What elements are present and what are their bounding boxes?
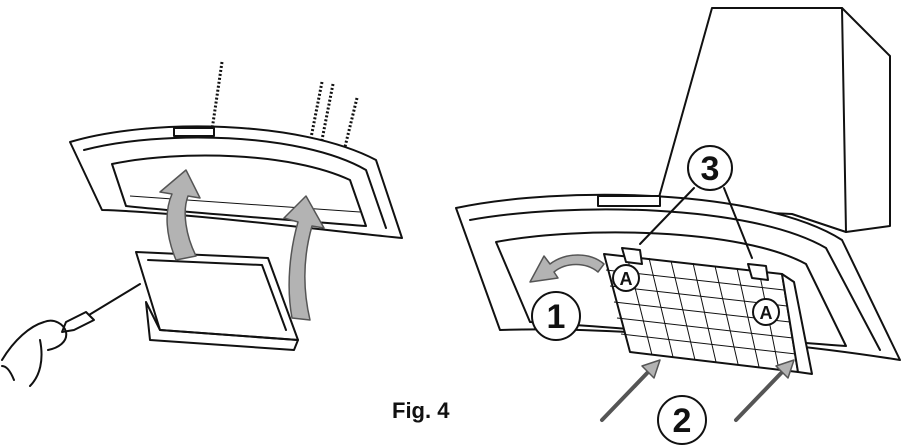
push-arrow-left-shaft bbox=[600, 366, 654, 422]
left-support-2 bbox=[318, 83, 335, 151]
screwdriver-shaft bbox=[83, 283, 141, 319]
callout-a-left-label: A bbox=[620, 269, 633, 289]
callout-1: 1 bbox=[531, 291, 581, 341]
left-screw-line bbox=[210, 61, 224, 131]
callout-1-label: 1 bbox=[547, 298, 566, 336]
callout-a-right: A bbox=[752, 298, 780, 326]
rotate-arrow bbox=[529, 254, 605, 283]
figure-caption: Fig. 4 bbox=[392, 398, 450, 423]
right-hood-inner-rim bbox=[469, 208, 881, 351]
left-hood-illustration bbox=[1, 61, 403, 387]
push-arrow-left-head bbox=[641, 359, 661, 379]
left-panel-base bbox=[145, 301, 299, 351]
grease-filter bbox=[603, 247, 813, 375]
callout-2: 2 bbox=[657, 395, 707, 445]
callout-2-label: 2 bbox=[673, 402, 692, 440]
screwdriver-handle bbox=[61, 311, 95, 333]
callout-3: 3 bbox=[687, 145, 733, 191]
callout-1-circle bbox=[531, 291, 581, 341]
callout-a-right-circle bbox=[752, 298, 780, 326]
push-arrow-right-shaft bbox=[734, 366, 788, 422]
filter-grid-cols bbox=[626, 255, 780, 371]
filter-clip-left bbox=[621, 247, 643, 265]
right-hood-illustration bbox=[455, 7, 901, 422]
left-support-3 bbox=[341, 97, 359, 156]
leader-3-right bbox=[723, 187, 753, 259]
chimney-edge bbox=[841, 7, 847, 233]
right-hood-cavity bbox=[495, 231, 847, 347]
filter-grid-rows bbox=[605, 269, 797, 355]
push-arrow-right-head bbox=[775, 359, 795, 379]
filter-clip-right bbox=[747, 263, 769, 281]
left-arrow-lift-2 bbox=[283, 195, 325, 321]
leader-3-left bbox=[639, 187, 695, 245]
callout-a-left: A bbox=[612, 264, 640, 292]
callout-2-circle bbox=[657, 395, 707, 445]
left-hood-inner-rim bbox=[83, 136, 387, 229]
hand-outline bbox=[1, 319, 68, 387]
callout-a-left-circle bbox=[612, 264, 640, 292]
left-hood-light-panel bbox=[173, 127, 215, 137]
callout-a-right-label: A bbox=[760, 303, 773, 323]
left-arrow-lift-1 bbox=[159, 169, 201, 261]
left-hood-rail bbox=[129, 195, 361, 213]
callout-3-label: 3 bbox=[701, 150, 720, 188]
filter-side bbox=[781, 273, 813, 375]
right-hood-light-panel bbox=[597, 195, 661, 207]
left-panel-inner bbox=[147, 259, 287, 331]
callout-3-circle bbox=[687, 145, 733, 191]
